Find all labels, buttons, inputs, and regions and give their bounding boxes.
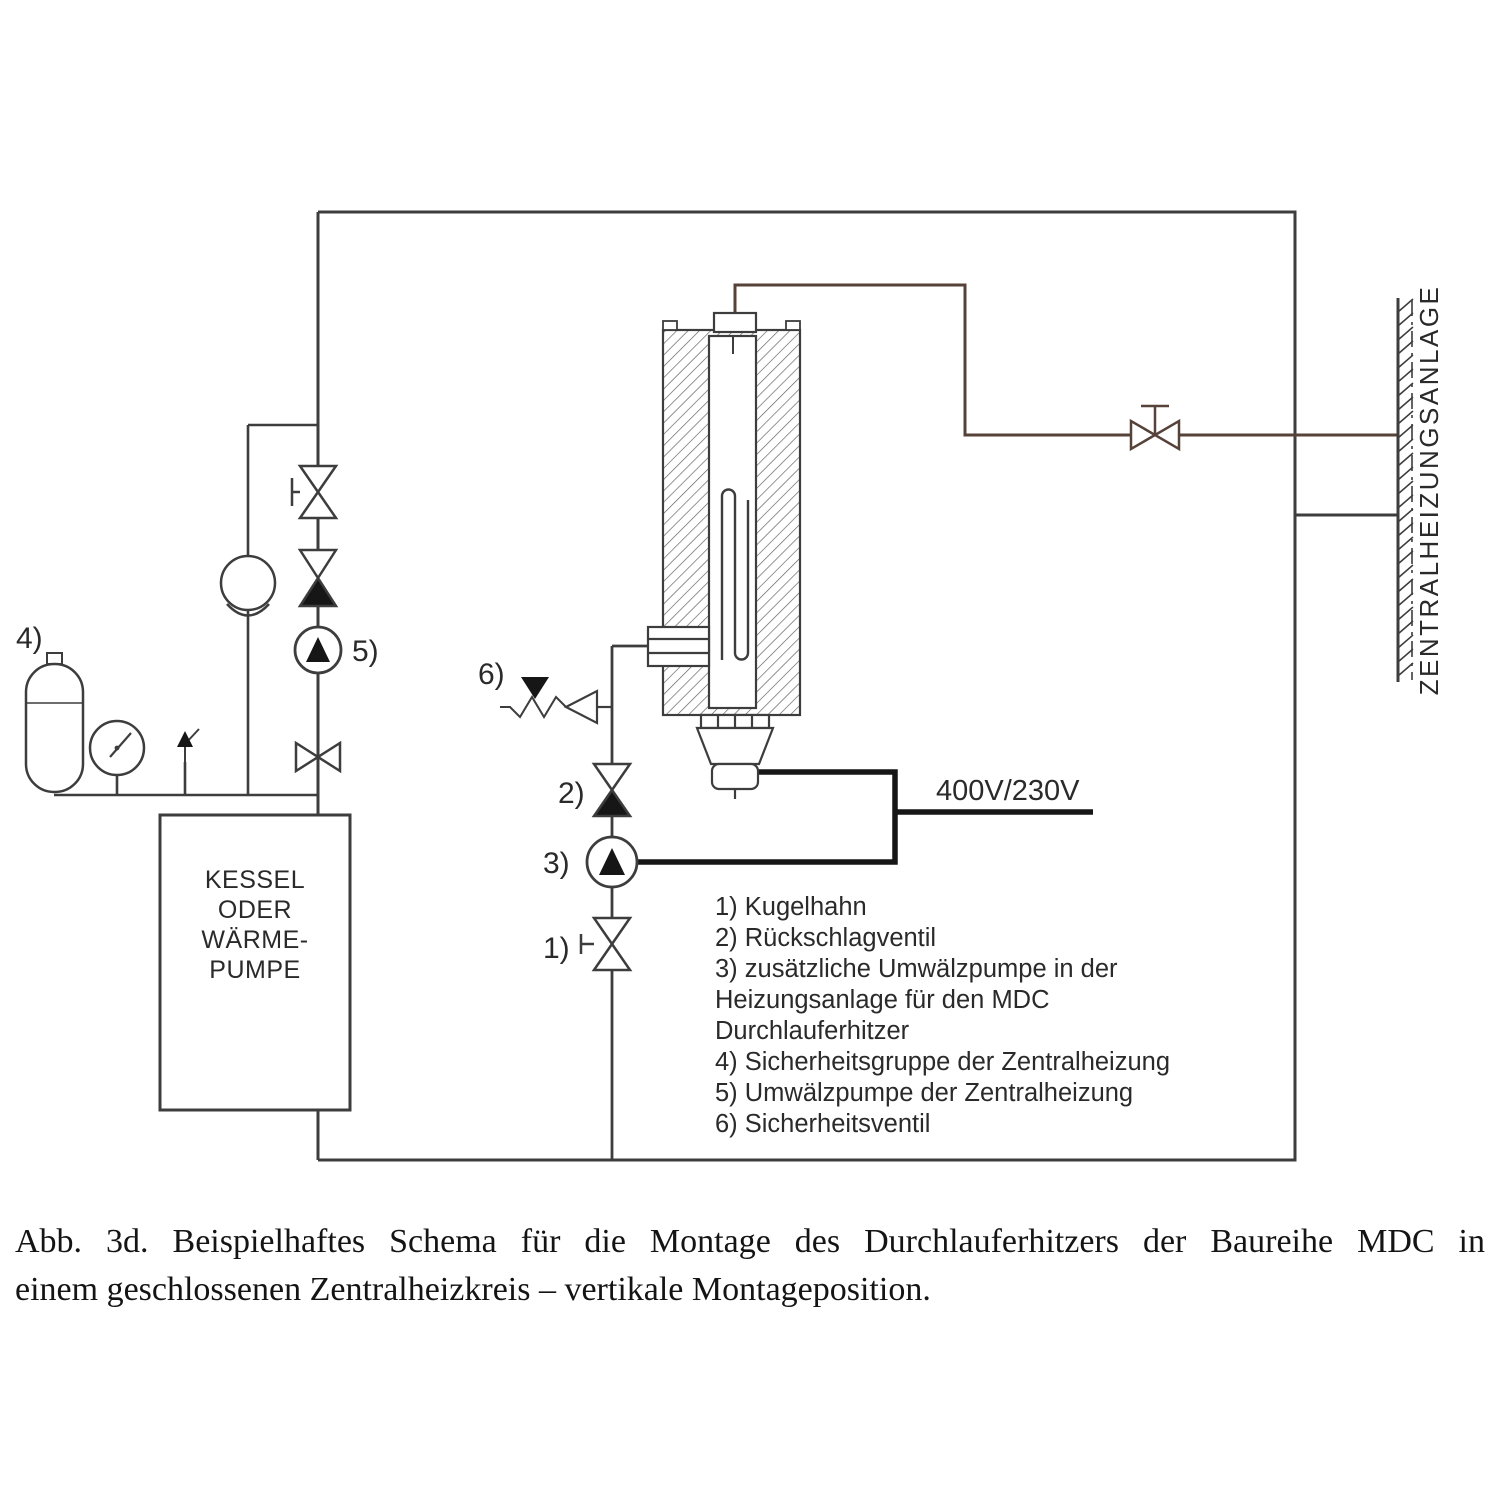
heater-branch-pipes: [610, 644, 650, 1160]
heating-schematic: 5) 4) KESSEL ODER: [16, 210, 1444, 1162]
check-valve-2-top-icon: [591, 762, 633, 793]
supply-valve-right-icon: [1152, 418, 1181, 452]
safety-valve-6: 6): [478, 658, 612, 725]
safety-group: 4): [16, 622, 200, 794]
callout-3: 3): [543, 847, 570, 880]
expansion-branch-pipe: [246, 423, 318, 795]
pump-3-rotor-icon: [599, 848, 625, 875]
extra-pump-3: 3): [543, 835, 639, 889]
relief-valve-icon: [177, 728, 200, 762]
safety-valve-spring-icon: [500, 695, 567, 719]
boiler-label-line4: PUMPE: [209, 956, 300, 984]
boiler-box: KESSEL ODER WÄRME- PUMPE: [158, 813, 352, 1112]
ball-valve-1-top-icon: [591, 916, 633, 947]
boiler-label-line2: ODER: [218, 896, 292, 924]
legend-line-3: 3) zusätzliche Umwälzpumpe in der: [715, 955, 1118, 983]
callout-4: 4): [16, 622, 43, 655]
heater-pump-cable: [637, 769, 898, 865]
heater-top-cap: [712, 311, 758, 334]
legend-line-7: 5) Umwälzpumpe der Zentralheizung: [715, 1079, 1133, 1107]
loop-top-right-bottom-pipe: [318, 210, 1297, 1162]
supply-valve-left-icon: [1129, 418, 1158, 452]
callout-2: 2): [558, 777, 585, 810]
shutoff-valve-icon: [290, 464, 339, 520]
ball-valve-1-handle: [579, 934, 594, 954]
callout-6: 6): [478, 658, 505, 691]
ball-valve-1: 1): [543, 916, 633, 972]
heater-outlet-port: [646, 625, 711, 668]
check-valve-icon: [297, 548, 339, 608]
heater-to-wall-pipe: [733, 283, 1398, 437]
legend-line-1: 1) Kugelhahn: [715, 893, 867, 921]
mdc-heater: [646, 311, 802, 799]
legend-line-8: 6) Sicherheitsventil: [715, 1110, 930, 1138]
boiler-riser-components: 5): [219, 464, 379, 774]
pressure-gauge-icon: [88, 719, 146, 777]
caption-line-1: Abb. 3d. Beispielhaftes Schema für die M…: [15, 1223, 1485, 1260]
wall-label: ZENTRALHEIZUNGSANLAGE: [1414, 285, 1444, 696]
heater-tab-right: [785, 320, 801, 331]
callout-1: 1): [543, 932, 570, 965]
air-separator-icon: [219, 554, 277, 617]
boiler-label-line1: KESSEL: [205, 866, 305, 894]
shutoff-valve-lower-icon: [294, 740, 342, 774]
legend-line-4: Heizungsanlage für den MDC: [715, 986, 1050, 1014]
caption-line-2: einem geschlossenen Zentralheizkreis – v…: [15, 1270, 931, 1308]
expansion-vessel-icon: [24, 652, 85, 794]
figure-caption: Abb. 3d. Beispielhaftes Schema für die M…: [15, 1218, 1485, 1313]
check-valve-2-bottom-icon: [591, 787, 633, 818]
heater-tab-left: [662, 320, 678, 331]
legend-line-6: 4) Sicherheitsgruppe der Zentralheizung: [715, 1048, 1170, 1076]
callout-5: 5): [352, 635, 379, 668]
central-heating-wall: ZENTRALHEIZUNGSANLAGE: [1396, 285, 1444, 696]
supply-valve-stem: [1141, 404, 1169, 435]
boiler-label-line3: WÄRME-: [201, 926, 308, 954]
legend-line-2: 2) Rückschlagventil: [715, 924, 936, 952]
ball-valve-1-bottom-icon: [591, 941, 633, 972]
check-valve-2: 2): [558, 762, 633, 818]
heater-bottom-assembly: [695, 713, 775, 799]
safety-valve-body-icon: [563, 689, 599, 725]
circulation-pump-icon: [293, 625, 343, 675]
supply-valve-top-right: [1129, 404, 1181, 452]
legend-line-5: Durchlauferhitzer: [715, 1017, 910, 1045]
wall-hatch: [1397, 298, 1414, 677]
power-label: 400V/230V: [936, 775, 1080, 807]
heating-element-icon: [720, 488, 750, 661]
heater-supply-pipe: [733, 283, 1398, 437]
legend: 1) Kugelhahn 2) Rückschlagventil 3) zusä…: [715, 893, 1170, 1138]
safety-valve-outlet-icon: [521, 677, 549, 699]
electric-cables: [637, 769, 1093, 865]
